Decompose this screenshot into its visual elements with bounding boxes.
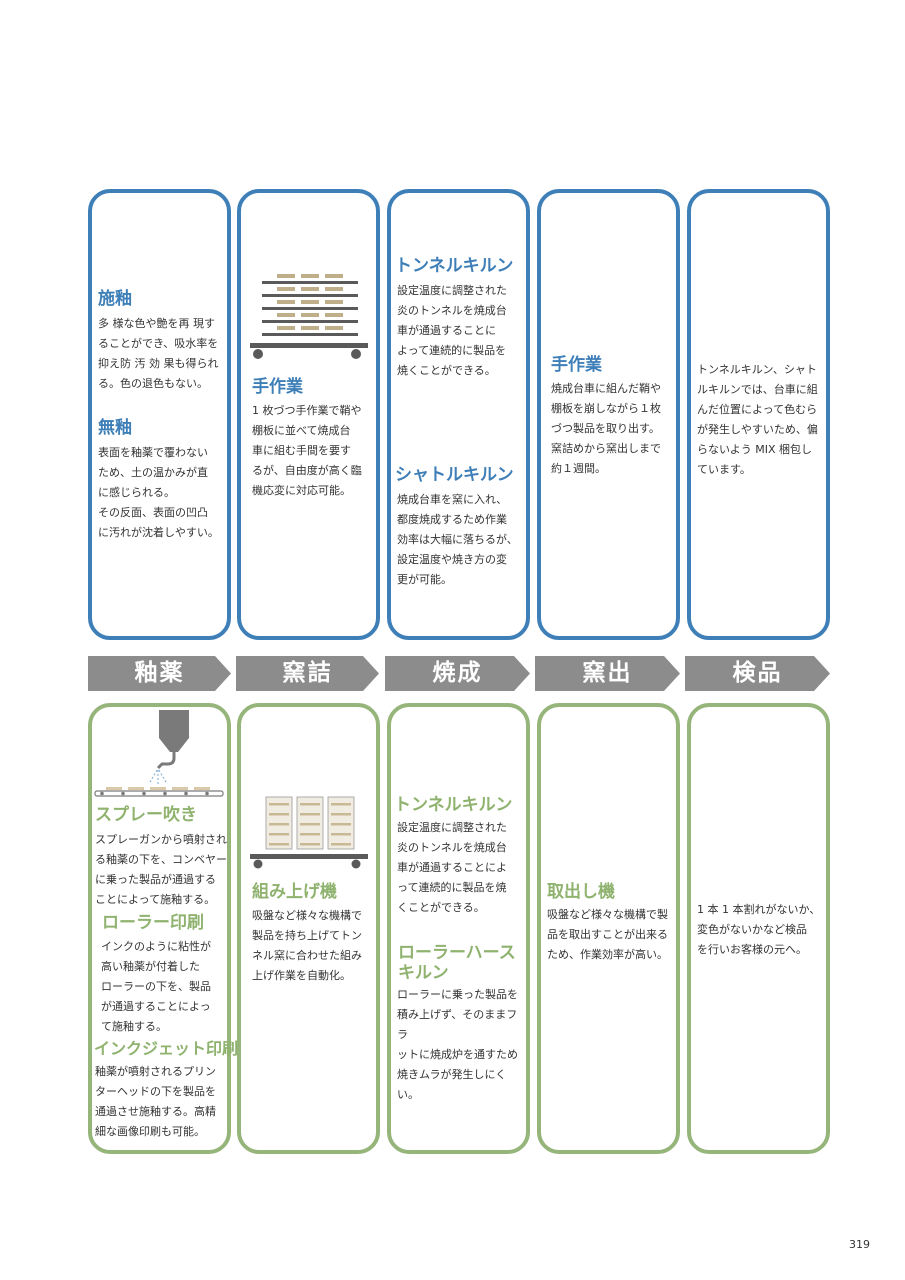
text-unglazed: 表面を釉薬で覆わないため、土の温かみが直に感じられる。その反面、表面の凹凸に汚れ… <box>98 446 219 539</box>
top-card-glazing <box>88 189 231 640</box>
kiln-cart-illustration <box>250 274 368 359</box>
top-card-firing <box>387 189 530 640</box>
bottom-card-firing <box>387 703 530 1154</box>
heading-manual-setting: 手作業 <box>252 377 303 397</box>
heading-unloading-machine: 取出し機 <box>547 882 615 902</box>
top-card-inspection <box>687 189 830 640</box>
heading-shuttle-kiln: シャトルキルン <box>395 465 514 485</box>
text-roller-print: インクのように粘性が高い釉薬が付着したローラーの下を、製品が通過することによって… <box>101 940 211 1033</box>
text-mix-packing: トンネルキルン、シャトルキルンでは、台車に組んだ位置によって色むらが発生しやすい… <box>697 363 818 476</box>
page-number: 319 <box>849 1238 870 1251</box>
heading-tunnel-kiln: トンネルキルン <box>395 256 514 276</box>
bottom-card-setting <box>237 703 380 1154</box>
text-shuttle-kiln: 焼成台車を窯に入れ、都度焼成するため作業効率は大幅に落ちるが、設定温度や焼き方の… <box>397 493 518 586</box>
text-inspection: 1 本 1 本割れがないか、変色がないかなど検品を行いお客様の元へ。 <box>697 903 821 956</box>
text-tunnel-kiln: 設定温度に調整された炎のトンネルを焼成台車が通過することによって連続的に製品を焼… <box>397 284 507 377</box>
top-card-drawing <box>537 189 680 640</box>
text-spray: スプレーガンから噴射される釉薬の下を、コンベヤーに乗った製品が通過することによっ… <box>95 833 227 906</box>
step-arrow-firing: 焼成 <box>385 656 530 691</box>
stacking-cart-illustration <box>250 796 368 869</box>
heading-roller-print: ローラー印刷 <box>102 913 204 933</box>
top-card-setting <box>237 189 380 640</box>
text-stacking-machine: 吸盤など様々な機構で製品を持ち上げてトンネル窯に合わせた組み上げ作業を自動化。 <box>252 909 362 982</box>
heading-roller-hearth-kiln: ローラーハース <box>398 943 516 963</box>
bottom-card-inspection <box>687 703 830 1154</box>
heading-roller-hearth-kiln-2: キルン <box>398 963 449 983</box>
heading-inkjet-print: インクジェット印刷 <box>94 1039 239 1058</box>
heading-glazed: 施釉 <box>98 289 132 309</box>
text-manual-drawing: 焼成台車に組んだ鞘や棚板を崩しながら１枚づつ製品を取り出す。窯詰めから窯出しまで… <box>551 382 661 475</box>
spray-gun-illustration <box>94 710 224 797</box>
text-inkjet-print: 釉薬が噴射されるプリンターヘッドの下を製品を通過させ施釉する。高精細な画像印刷も… <box>95 1065 216 1138</box>
bottom-card-glazing <box>88 703 231 1154</box>
heading-spray: スプレー吹き <box>95 805 197 825</box>
bottom-card-drawing <box>537 703 680 1154</box>
text-glazed: 多 様な色や艶を再 現することができ、吸水率を抑え防 汚 効 果も得られる。色の… <box>98 317 219 390</box>
heading-tunnel-kiln-auto: トンネルキルン <box>394 795 513 815</box>
text-tunnel-kiln-auto: 設定温度に調整された炎のトンネルを焼成台車が通過することによって連続的に製品を焼… <box>397 821 507 914</box>
heading-stacking-machine: 組み上げ機 <box>252 882 337 902</box>
text-unloading-machine: 吸盤など様々な機構で製品を取出すことが出来るため、作業効率が高い。 <box>547 908 668 961</box>
text-roller-hearth-kiln: ローラーに乗った製品を積み上げず、そのままフラットに焼成炉を通すため焼きムラが発… <box>397 988 518 1101</box>
step-arrow-inspection: 検品 <box>685 656 830 691</box>
step-arrow-drawing: 窯出 <box>535 656 680 691</box>
heading-unglazed: 無釉 <box>98 418 132 438</box>
step-arrow-setting: 窯詰 <box>236 656 379 691</box>
heading-manual-drawing: 手作業 <box>551 355 602 375</box>
step-arrow-glaze: 釉薬 <box>88 656 231 691</box>
text-manual-setting: 1 枚づつ手作業で鞘や棚板に並べて焼成台車に組む手間を要するが、自由度が高く臨機… <box>252 404 362 497</box>
